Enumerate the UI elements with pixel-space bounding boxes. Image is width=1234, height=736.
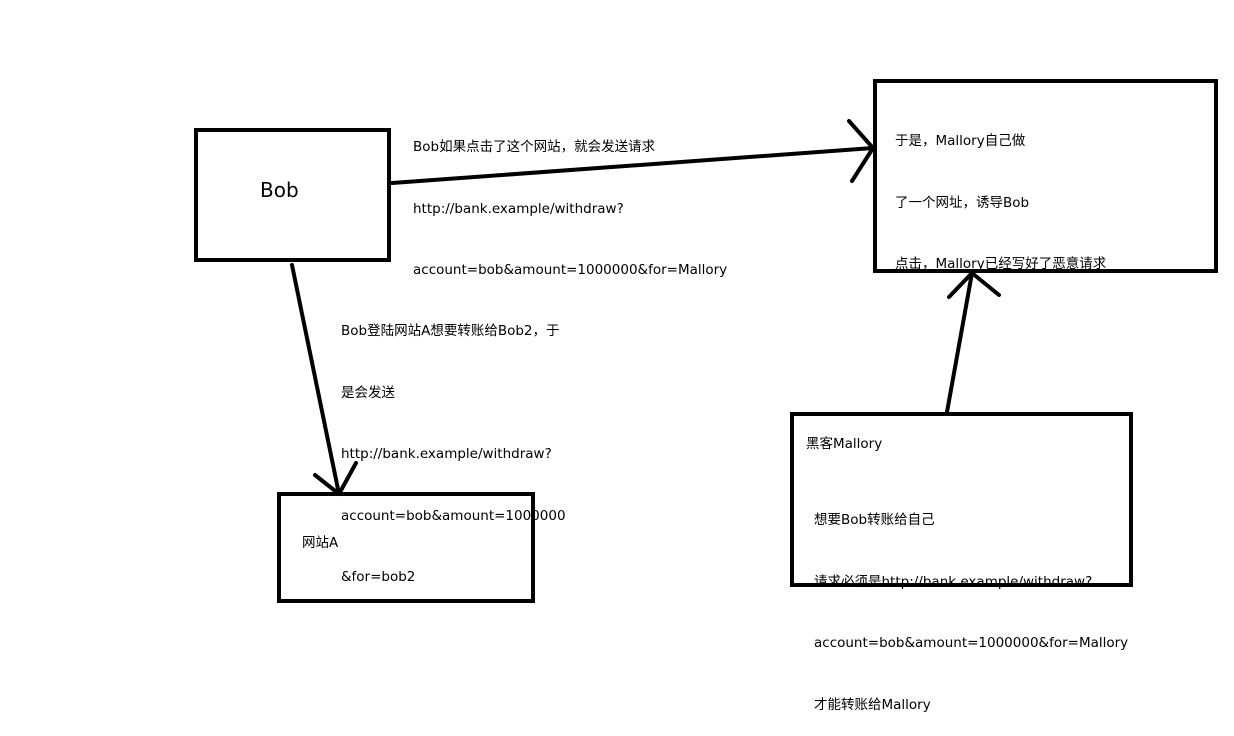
text-line: 才能转账给Mallory [814,696,931,713]
edge-bob-to-site-a-label: Bob登陆网站A想要转账给Bob2，于 是会发送 http://bank.exa… [341,280,566,608]
edge-bob-to-mallory-site-label: Bob如果点击了这个网站，就会发送请求 http://bank.example/… [413,96,727,301]
edge-line [390,146,875,185]
edge-hacker-to-mallory-site [945,271,1001,414]
text-line: account=bob&amount=1000000 [341,507,566,524]
text-line: 是会发送 [341,384,395,401]
text-line: Bob登陆网站A想要转账给Bob2，于 [341,323,560,339]
text-line: 于是，Mallory自己做 [895,133,1026,149]
text-line: Bob如果点击了这个网站，就会发送请求 [413,139,656,155]
node-mallory-site-text: 于是，Mallory自己做 了一个网址，诱导Bob 点击，Mallory已经写好… [895,90,1106,295]
text-line: account=bob&amount=1000000&for=Mallory [814,635,1129,651]
text-line: 请求必须是http://bank.example/withdraw? [814,573,1093,590]
text-line: 想要Bob转账给自己 [814,512,935,528]
node-bob-label: Bob [260,178,299,202]
text-line: http://bank.example/withdraw? [341,446,552,462]
edge-line [945,271,974,414]
node-mallory-site [873,79,1218,273]
edge-line [290,263,341,496]
diagram-canvas [290,119,1001,496]
text-line: 点击，Mallory已经写好了恶意请求 [895,256,1107,272]
node-hacker-title: 黑客Mallory [806,436,883,452]
text-line: http://bank.example/withdraw? [413,200,624,217]
text-line: account=bob&amount=1000000&for=Mallory [413,262,728,278]
node-hacker-text: 想要Bob转账给自己 请求必须是http://bank.example/with… [814,469,1128,736]
text-line: &for=bob2 [341,569,416,585]
node-site-a-label: 网站A [302,535,339,551]
node-hacker [790,412,1133,587]
arrowhead [947,271,1001,299]
node-site-a [277,492,535,603]
text-line: 了一个网址，诱导Bob [895,194,1030,211]
node-bob [194,128,391,262]
